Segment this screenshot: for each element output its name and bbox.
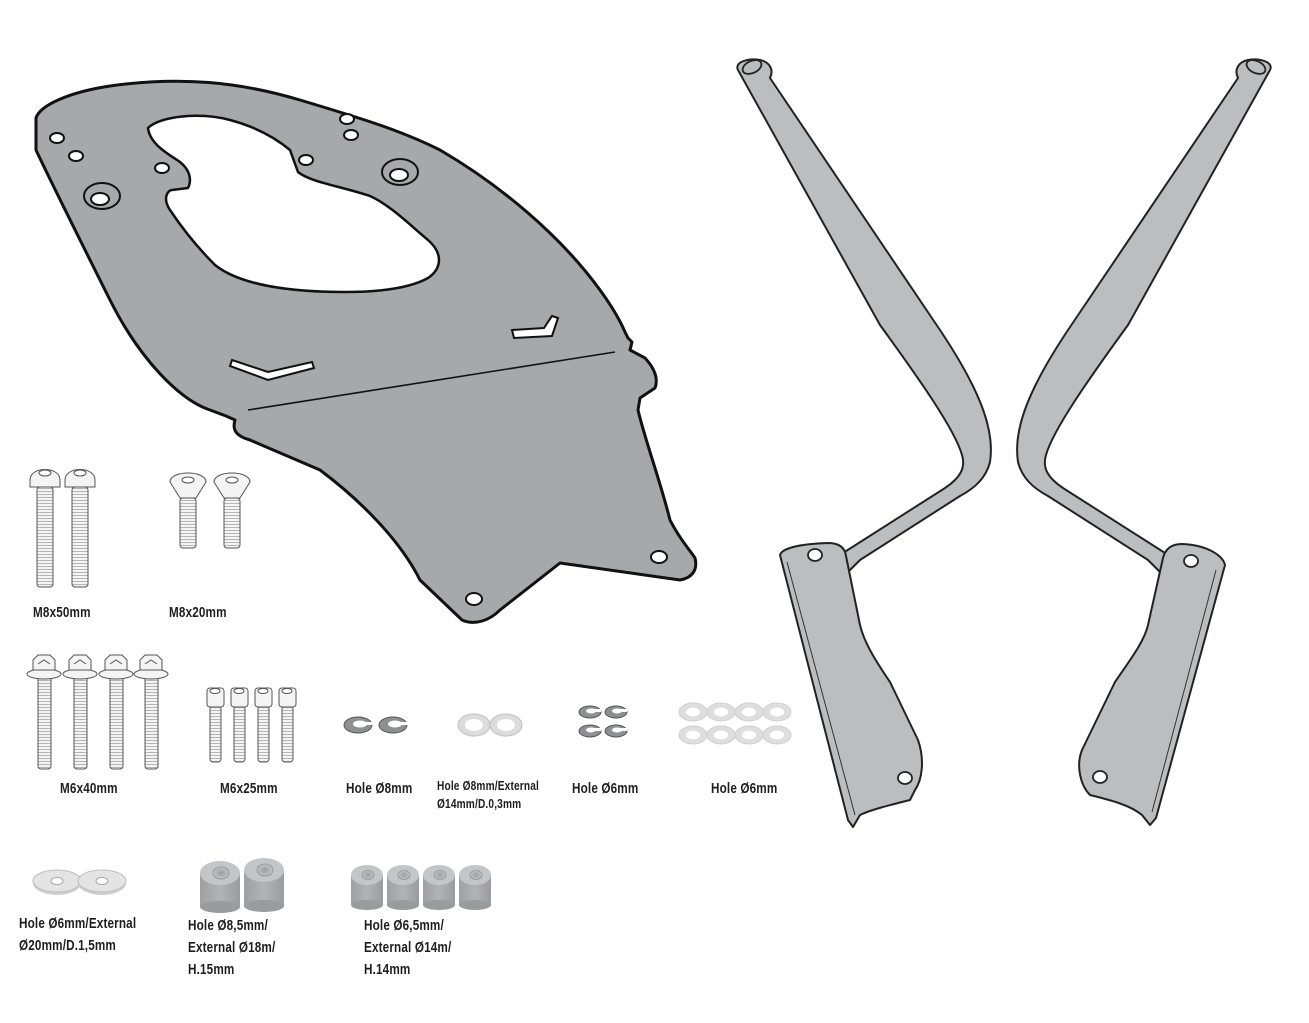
bolts-m6x40: [26, 654, 169, 770]
flat-washers-8mm: [457, 713, 523, 737]
label-lock-washer-6: Hole Ø6mm: [572, 780, 639, 797]
flat-washers-6mm: [678, 702, 792, 745]
lock-washers-6mm: [578, 705, 628, 738]
fender-washers-6mm: [32, 869, 127, 895]
bolts-m6x25: [206, 687, 297, 763]
label-m8x20: M8x20mm: [169, 604, 227, 621]
spacers-6-5mm: [351, 865, 491, 910]
spacers-8-5mm: [200, 858, 284, 913]
bracket-left: [736, 58, 992, 828]
label-lock-washer-8: Hole Ø8mm: [346, 780, 413, 797]
label-m8x50: M8x50mm: [33, 604, 91, 621]
mounting-plate: [34, 79, 698, 624]
label-spacer-6-5: Hole Ø6,5mm/ External Ø14m/ H.14mm: [364, 917, 452, 978]
lock-washers-8mm: [343, 716, 408, 734]
label-m6x40: M6x40mm: [60, 780, 118, 797]
bolts-m8x20: [169, 472, 251, 549]
label-flat-washer-8: Hole Ø8mm/External Ø14mm/D.0,3mm: [437, 778, 539, 811]
bolts-m8x50: [29, 469, 96, 588]
label-m6x25: M6x25mm: [220, 780, 278, 797]
label-fender-washer-6: Hole Ø6mm/External Ø20mm/D.1,5mm: [19, 915, 137, 954]
label-flat-washer-6: Hole Ø6mm: [711, 780, 778, 797]
label-spacer-8-5: Hole Ø8,5mm/ External Ø18m/ H.15mm: [188, 917, 276, 978]
bracket-right: [1016, 58, 1272, 826]
